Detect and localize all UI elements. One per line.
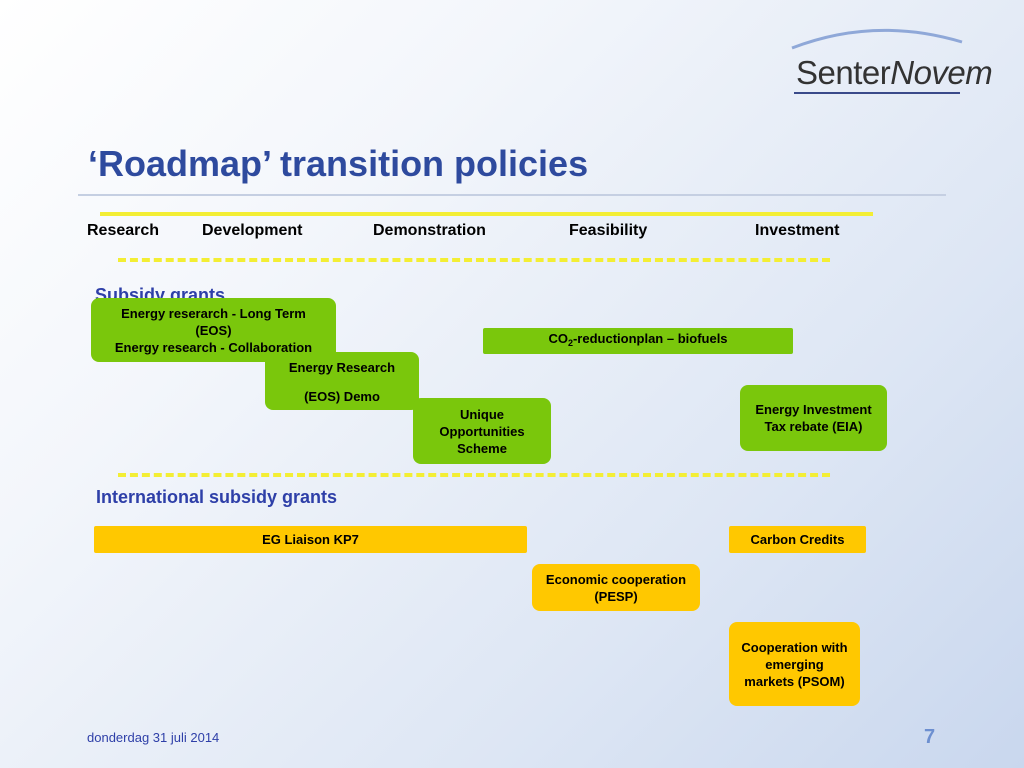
stage-highlight-line [100, 212, 873, 216]
sentnovem-logo: SenterNovem [790, 22, 993, 94]
box-psom: Cooperation with emerging markets (PSOM) [729, 622, 860, 706]
box-eia: Energy Investment Tax rebate (EIA) [740, 385, 887, 451]
eos-demo-line-2: (EOS) Demo [304, 389, 380, 404]
logo-underline [794, 92, 960, 94]
box-co2-reductionplan: CO2-reductionplan – biofuels [483, 328, 793, 354]
box-unique-opportunities: Unique Opportunities Scheme [413, 398, 551, 464]
logo-arc-icon [791, 28, 963, 50]
logo-text: SenterNovem [796, 54, 993, 91]
section-international-grants: International subsidy grants [96, 487, 338, 507]
dashed-separator-top [118, 258, 830, 262]
eos-line-1: Energy reserarch - Long Term [121, 306, 306, 321]
stage-feasibility: Feasibility [569, 222, 648, 239]
title-divider [78, 194, 946, 196]
box-eos-long-term: Energy reserarch - Long Term (EOS) Energ… [91, 298, 336, 362]
footer-date: donderdag 31 juli 2014 [87, 730, 220, 745]
box-eos-demo: Energy Research (EOS) Demo [265, 352, 419, 410]
stage-research: Research [87, 222, 160, 239]
dashed-separator-bottom [118, 473, 830, 477]
stage-demonstration: Demonstration [373, 222, 486, 239]
eos-line-3: Energy research - Collaboration [114, 340, 313, 355]
eos-demo-line-1: Energy Research [288, 360, 396, 375]
eos-line-2: (EOS) [195, 323, 232, 338]
slide-title: ‘Roadmap’ transition policies [88, 143, 589, 184]
stage-investment: Investment [755, 222, 840, 239]
box-eg-liaison: EG Liaison KP7 [94, 526, 527, 553]
box-carbon-credits: Carbon Credits [729, 526, 866, 553]
page-number: 7 [924, 726, 936, 748]
stage-development: Development [202, 222, 303, 239]
box-pesp: Economic cooperation (PESP) [532, 564, 700, 611]
